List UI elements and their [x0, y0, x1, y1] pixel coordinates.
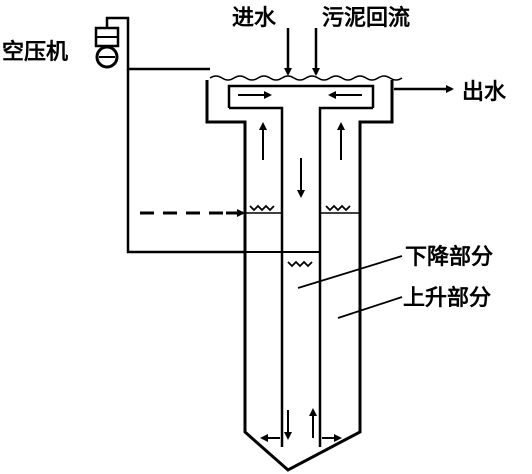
air-pipe-feed — [126, 69, 245, 254]
water-surface — [209, 75, 403, 81]
bubbles-center — [287, 260, 313, 268]
air-pipe-top — [105, 16, 210, 71]
bubbles-right — [325, 204, 351, 212]
upflow-label: 上升部分 — [403, 286, 492, 311]
air-compressor-label: 空压机 — [2, 40, 69, 65]
downflow-label: 下降部分 — [405, 245, 494, 270]
leader-upflow — [337, 296, 403, 319]
downcomer-left-wall — [229, 106, 284, 447]
outlet-label: 出水 — [462, 80, 507, 105]
bubbles-left — [249, 204, 275, 212]
inner-top-box — [227, 84, 375, 108]
sludge-return-label: 污泥回流 — [322, 6, 411, 31]
air-compressor-icon — [94, 26, 120, 69]
inlet-label: 进水 — [232, 6, 277, 31]
shaft-outer-wall — [205, 80, 394, 472]
downcomer-right-wall — [318, 106, 373, 447]
leader-downflow — [297, 255, 403, 289]
